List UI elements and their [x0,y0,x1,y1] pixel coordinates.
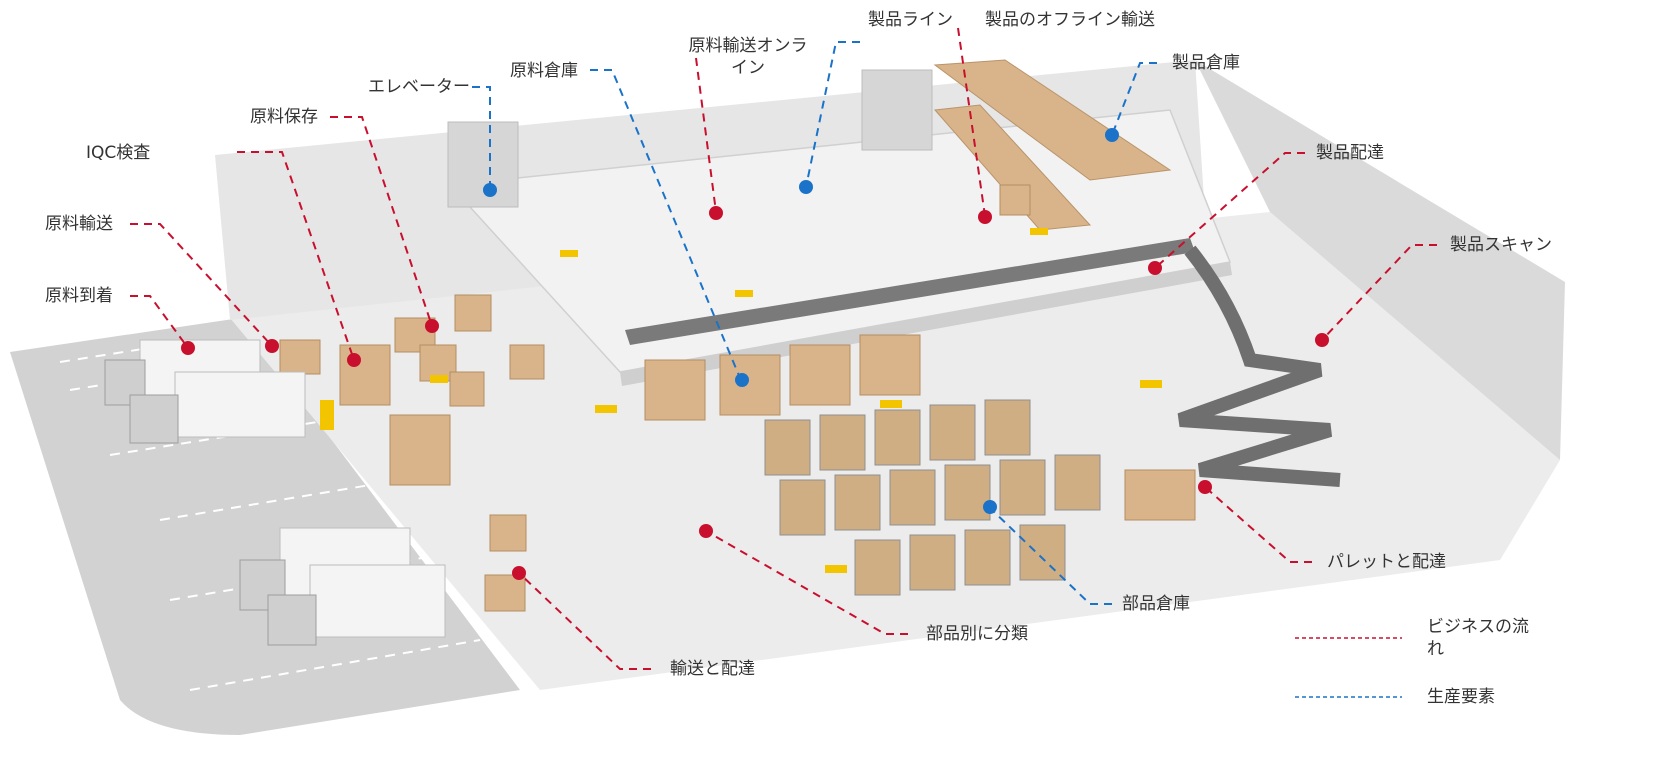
agv-robots [320,228,1162,573]
label-product-offline: 製品のオフライン輸送 [985,10,1155,30]
product-shelf-1 [933,59,1172,181]
label-parts-warehouse: 部品倉庫 [1122,594,1190,614]
elevator-shaft-right [861,69,933,151]
production-element-markers [483,128,1119,514]
label-iqc: IQC検査 [86,143,151,163]
label-raw-transport: 原料輸送 [45,214,113,234]
label-raw-storage: 原料保存 [250,107,318,127]
production-element-leaders [472,41,1157,605]
spiral-conveyor [1177,245,1341,487]
legend-production-element: 生産要素 [1427,687,1495,707]
label-product-line: 製品ライン [868,10,953,30]
label-parts-sort: 部品別に分類 [926,624,1028,644]
label-raw-transport-online: 原料輸送オンライン [688,36,808,78]
label-pallet-delivery: パレットと配達 [1327,552,1446,572]
label-raw-warehouse: 原料倉庫 [510,61,578,81]
label-product-delivery: 製品配達 [1316,143,1384,163]
label-raw-arrival: 原料到着 [45,286,113,306]
label-product-scan: 製品スキャン [1450,235,1552,255]
legend-business-flow: ビジネスの流れ [1427,617,1529,659]
label-product-warehouse: 製品倉庫 [1172,53,1240,73]
truck-bottom [239,527,446,646]
label-elevator: エレベーター [368,77,470,97]
pallet-stacks [279,184,1196,612]
business-flow-leaders [130,27,1437,670]
right-wall [1195,60,1565,460]
parts-racks [764,399,1101,596]
elevator-shaft [447,121,519,208]
label-transport-delivery: 輸送と配達 [670,659,755,679]
truck-top [104,339,306,444]
business-flow-markers [181,206,1329,580]
mezzanine-conveyor [625,238,1195,345]
